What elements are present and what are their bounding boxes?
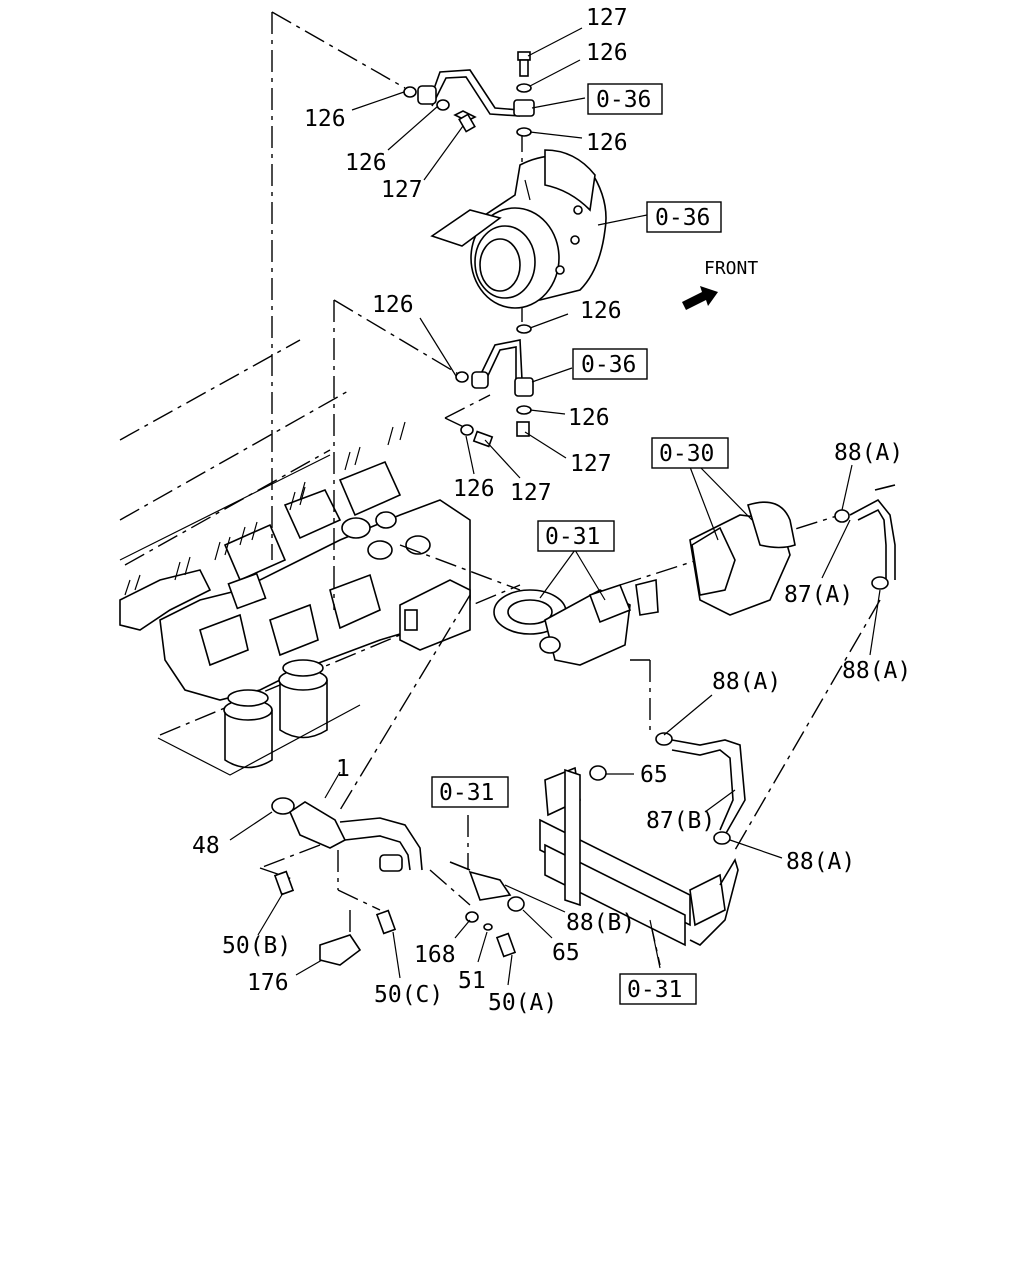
callout-65-mid: 65	[640, 762, 668, 788]
svg-text:0-36: 0-36	[596, 87, 651, 113]
assembly-leader-lines	[259, 11, 881, 966]
reference-box-031-a[interactable]: 0-31	[537, 520, 615, 552]
callout-126-left: 126	[304, 106, 346, 132]
engine-block-illustration	[119, 339, 521, 776]
reference-box-031-b[interactable]: 0-31	[431, 776, 509, 808]
callout-126-lower-left: 126	[372, 292, 414, 318]
callout-88a-right: 88(A)	[842, 658, 911, 684]
oil-return-pipe	[455, 324, 534, 448]
callout-leader-lines	[229, 27, 881, 986]
callout-127-lower-right: 127	[570, 451, 612, 477]
water-pipe-1	[271, 797, 525, 966]
callout-126-lower-right-a: 126	[580, 298, 622, 324]
callout-126-top: 126	[586, 40, 628, 66]
callout-48: 48	[192, 833, 220, 859]
reference-box-031-c[interactable]: 0-31	[619, 973, 697, 1005]
callout-168: 168	[414, 942, 456, 968]
callout-1: 1	[336, 756, 350, 782]
callout-126-mid-left: 126	[345, 150, 387, 176]
callout-51: 51	[458, 968, 486, 994]
callout-126-lower-right-b: 126	[568, 405, 610, 431]
callout-126-lower-bottom: 126	[453, 476, 495, 502]
callout-65-bottom: 65	[552, 940, 580, 966]
reference-box-030[interactable]: 0-30	[651, 437, 729, 469]
callout-127-top: 127	[586, 5, 628, 31]
callout-176: 176	[247, 970, 289, 996]
reference-box-036-b[interactable]: 0-36	[646, 201, 722, 233]
hose-87b	[655, 732, 746, 845]
callout-127-mid-left: 127	[381, 177, 423, 203]
svg-text:0-31: 0-31	[545, 524, 600, 550]
svg-text:0-30: 0-30	[659, 441, 714, 467]
egr-valve-illustration	[493, 501, 796, 666]
callout-88a-mid: 88(A)	[712, 669, 781, 695]
callout-50b: 50(B)	[222, 933, 291, 959]
svg-text:0-31: 0-31	[439, 780, 494, 806]
front-label: FRONT	[704, 258, 758, 279]
callout-126-right-upper: 126	[586, 130, 628, 156]
reference-box-036-c[interactable]: 0-36	[572, 348, 648, 380]
callout-88b: 88(B)	[566, 910, 635, 936]
reference-box-036-a[interactable]: 0-36	[587, 83, 663, 115]
callout-50c: 50(C)	[374, 982, 443, 1008]
callout-87a: 87(A)	[784, 582, 853, 608]
callout-88a-top: 88(A)	[834, 440, 903, 466]
callout-87b: 87(B)	[646, 808, 715, 834]
turbocharger-illustration	[430, 149, 607, 309]
callout-50a: 50(A)	[488, 990, 557, 1016]
hose-87a	[834, 484, 896, 590]
front-direction-indicator	[682, 286, 718, 310]
svg-text:0-36: 0-36	[581, 352, 636, 378]
callout-labels: 127 126 126 126 127 126 FRONT 126 126 12…	[192, 5, 911, 1016]
oil-feed-pipe	[403, 51, 535, 137]
callout-88a-bottom: 88(A)	[786, 849, 855, 875]
svg-text:0-31: 0-31	[627, 977, 682, 1003]
svg-text:0-36: 0-36	[655, 205, 710, 231]
callout-127-lower-bottom: 127	[510, 480, 552, 506]
